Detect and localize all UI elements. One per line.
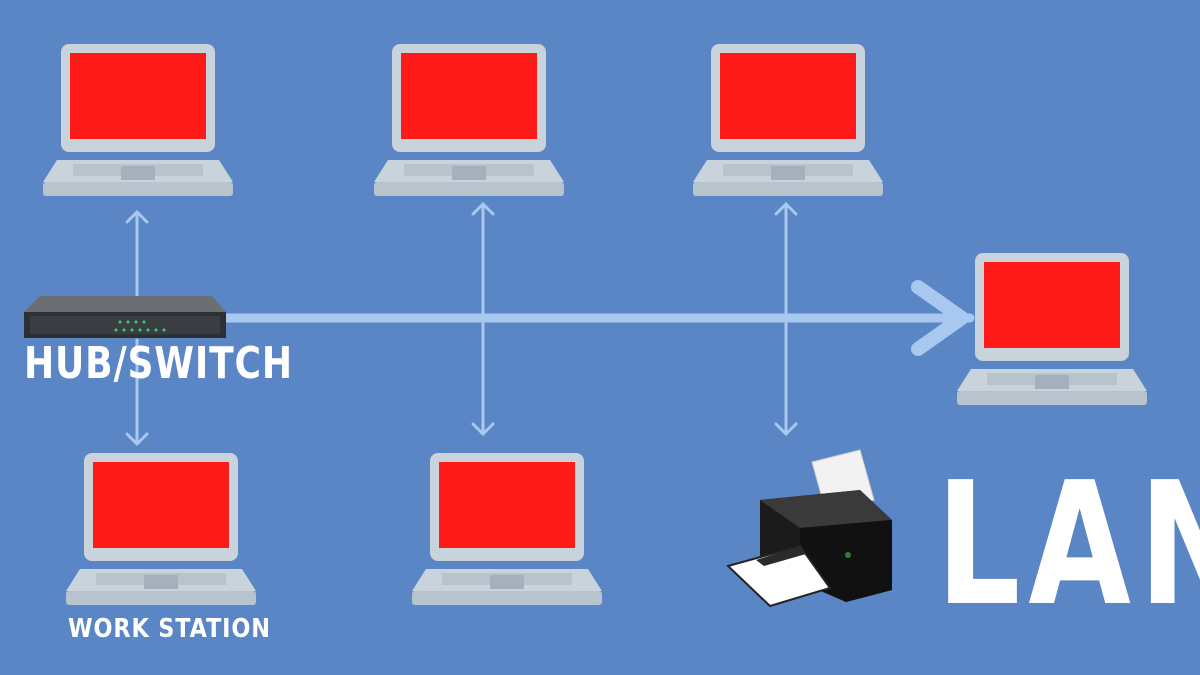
laptop-icon <box>693 44 883 196</box>
printer-icon <box>726 449 892 608</box>
backbone-arrowhead <box>911 280 969 356</box>
laptop-icon <box>957 253 1147 405</box>
hub-switch-label: HUB/SWITCH <box>24 338 293 389</box>
hub-switch-icon <box>24 296 226 338</box>
laptop-icon <box>43 44 233 196</box>
work-station-label: WORK STATION <box>68 614 271 644</box>
connector-lines <box>125 202 975 446</box>
laptop-icon <box>412 453 602 605</box>
laptop-icon <box>66 453 256 605</box>
lan-title: LAN <box>936 446 1200 644</box>
laptop-icon <box>374 44 564 196</box>
